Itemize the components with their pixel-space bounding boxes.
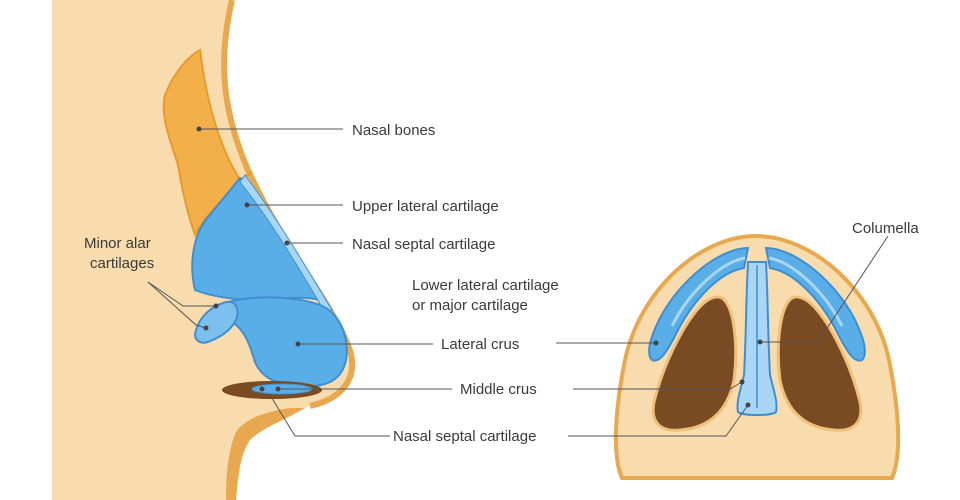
label-upper-lateral-cartilage: Upper lateral cartilage [352,198,499,215]
cartilage-arm-right [764,246,866,362]
label-lower-lateral-1: Lower lateral cartilage [412,277,559,294]
label-lower-lateral-2: or major cartilage [412,297,528,314]
label-nasal-septal-cartilage-side: Nasal septal cartilage [352,236,495,253]
nostril-right [776,295,863,432]
labels: Nasal bones Upper lateral cartilage Nasa… [84,122,919,445]
label-columella: Columella [852,220,919,237]
lip-skin [226,408,305,500]
leader-lines [147,126,889,437]
label-minor-alar-2: cartilages [90,255,154,272]
label-middle-crus: Middle crus [460,381,537,398]
nostril-left [651,295,738,432]
side-view [52,0,356,500]
label-nasal-bones: Nasal bones [352,122,435,139]
label-minor-alar-1: Minor alar [84,235,151,252]
label-nasal-septal-cartilage-bottom: Nasal septal cartilage [393,428,536,445]
label-lateral-crus: Lateral crus [441,336,519,353]
bottom-view [613,233,901,480]
cartilage-arm-left [648,246,750,362]
